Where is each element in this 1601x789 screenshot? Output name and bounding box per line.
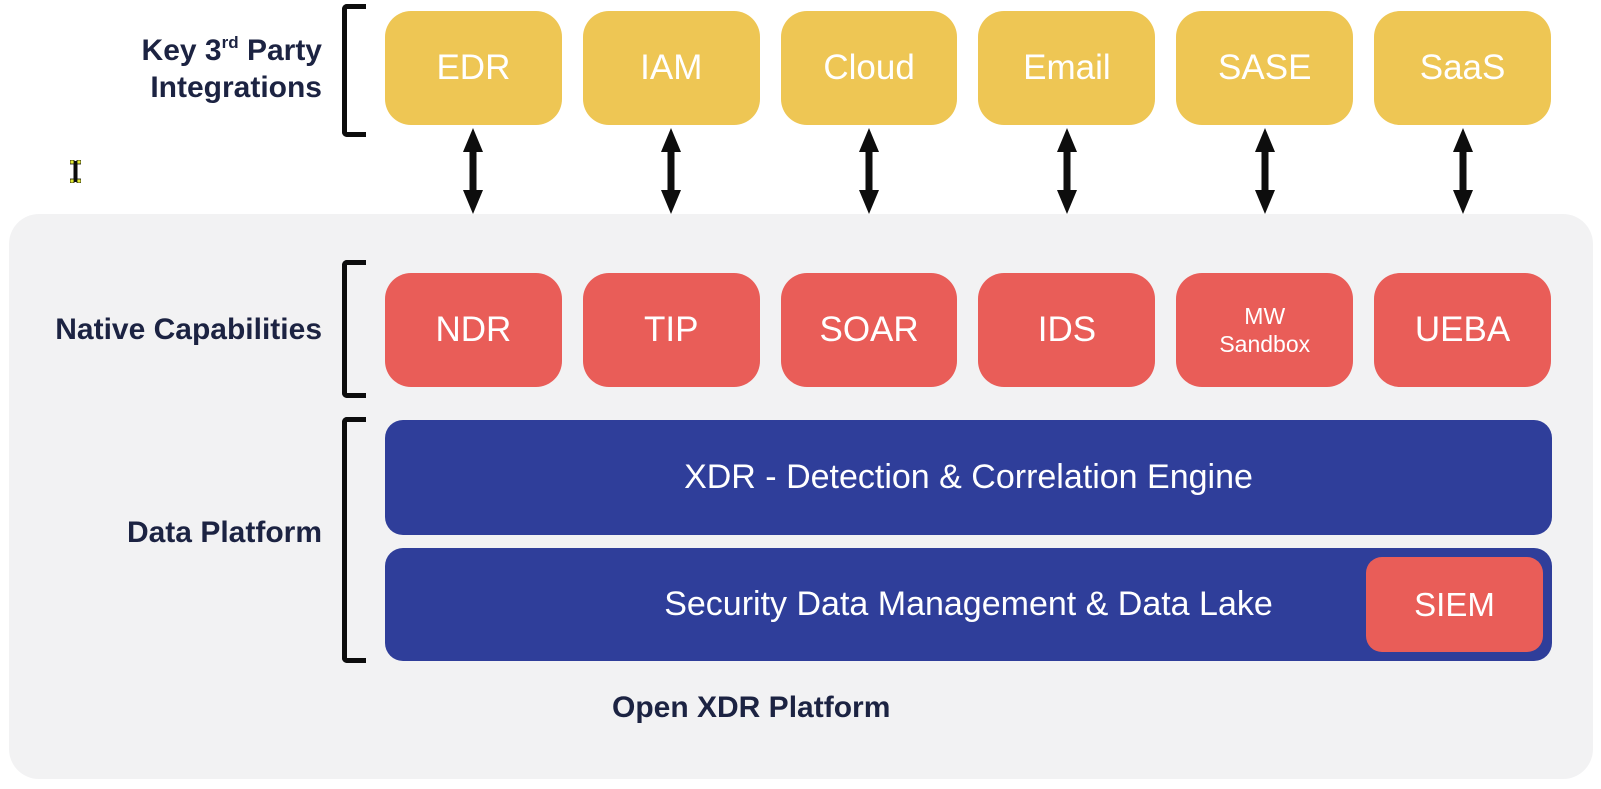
integration-box-saas: SaaS [1374, 11, 1551, 125]
double-arrow-icon [978, 127, 1155, 214]
native-box-ueba: UEBA [1374, 273, 1551, 387]
data-platform-label: Data Platform [126, 516, 322, 549]
integration-box-email: Email [978, 11, 1156, 125]
native-capabilities-row: NDR TIP SOAR IDS MW Sandbox UEBA [385, 273, 1551, 387]
key-third-party-integrations-label: Key 3rd Party Integrations [0, 32, 322, 106]
data-lake-bar: Security Data Management & Data Lake SIE… [385, 548, 1552, 661]
mw-sandbox-line2: Sandbox [1219, 331, 1311, 357]
integration-box-cloud: Cloud [780, 11, 958, 125]
double-arrow-icon [1374, 127, 1551, 214]
double-arrow-icon [583, 127, 760, 214]
double-arrow-icon [385, 127, 562, 214]
siem-badge: SIEM [1366, 557, 1543, 652]
data-platform-bracket [342, 417, 366, 663]
key-third-party-line1: Key 3rd Party [141, 33, 322, 67]
ordinal-superscript: rd [221, 33, 239, 52]
native-capabilities-label: Native Capabilities [55, 313, 322, 346]
integrations-bracket [342, 4, 366, 137]
double-arrow-icon [781, 127, 958, 214]
native-capabilities-bracket [342, 260, 366, 398]
open-xdr-platform-caption: Open XDR Platform [612, 691, 891, 724]
text-cursor-icon [69, 159, 82, 188]
integration-box-iam: IAM [582, 11, 760, 125]
native-box-soar: SOAR [780, 273, 958, 387]
native-box-ndr: NDR [385, 273, 562, 387]
data-lake-bar-label: Security Data Management & Data Lake [664, 585, 1273, 623]
integrations-row: EDR IAM Cloud Email SASE SaaS [385, 11, 1551, 125]
integration-box-edr: EDR [385, 11, 562, 125]
key-third-party-line2: Integrations [150, 71, 322, 104]
native-box-ids: IDS [978, 273, 1156, 387]
arrows-row [385, 127, 1551, 214]
xdr-engine-bar: XDR - Detection & Correlation Engine [385, 420, 1552, 535]
mw-sandbox-line1: MW [1244, 303, 1286, 329]
native-box-tip: TIP [582, 273, 760, 387]
native-box-mw-sandbox: MW Sandbox [1176, 273, 1354, 387]
integration-box-sase: SASE [1176, 11, 1354, 125]
double-arrow-icon [1176, 127, 1353, 214]
xdr-engine-bar-label: XDR - Detection & Correlation Engine [684, 458, 1253, 496]
